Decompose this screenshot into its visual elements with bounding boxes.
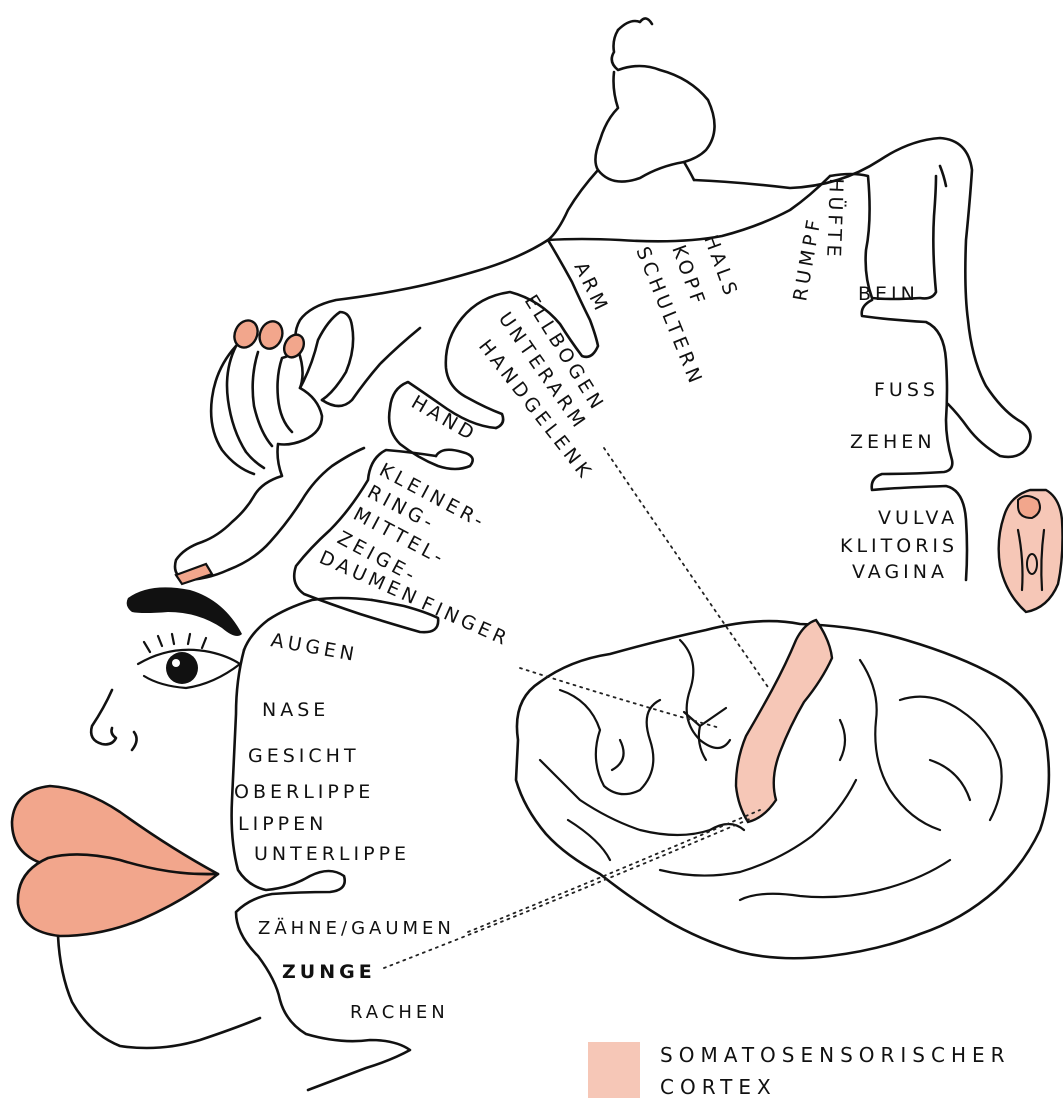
- label-zehen: ZEHEN: [850, 431, 936, 453]
- legend-line1: SOMATOSENSORISCHER: [660, 1043, 1011, 1067]
- legend-swatch: [588, 1042, 640, 1098]
- brain: [516, 620, 1049, 958]
- label-oberlippe: OBERLIPPE: [234, 781, 374, 803]
- label-huefte: HÜFTE: [822, 178, 848, 261]
- body-labels: HALS KOPF SCHULTERN ARM RUMPF HÜFTE BEIN…: [316, 178, 958, 651]
- label-fuss: FUSS: [874, 379, 939, 401]
- label-nase: NASE: [262, 699, 329, 721]
- label-lippen: LIPPEN: [238, 813, 327, 835]
- label-rumpf: RUMPF: [789, 214, 826, 302]
- face-labels: AUGEN NASE GESICHT OBERLIPPE LIPPEN UNTE…: [234, 629, 455, 1023]
- label-unterlippe: UNTERLIPPE: [254, 843, 410, 865]
- legend-line2: CORTEX: [660, 1075, 777, 1099]
- label-klitoris: KLITORIS: [840, 535, 958, 557]
- label-gesicht: GESICHT: [248, 745, 360, 767]
- legend: SOMATOSENSORISCHER CORTEX: [588, 1042, 1011, 1099]
- leader-lines: [384, 448, 770, 968]
- label-finger: FINGER: [418, 592, 513, 651]
- label-bein: BEIN: [858, 283, 919, 305]
- label-rachen: RACHEN: [350, 1002, 449, 1023]
- label-vagina: VAGINA: [852, 561, 948, 583]
- label-zunge: ZUNGE: [282, 961, 376, 983]
- lips: [12, 786, 218, 936]
- label-zaehne: ZÄHNE/GAUMEN: [258, 918, 455, 939]
- label-vulva: VULVA: [878, 507, 958, 529]
- label-augen: AUGEN: [269, 629, 359, 666]
- vulva-illustration: [999, 490, 1063, 612]
